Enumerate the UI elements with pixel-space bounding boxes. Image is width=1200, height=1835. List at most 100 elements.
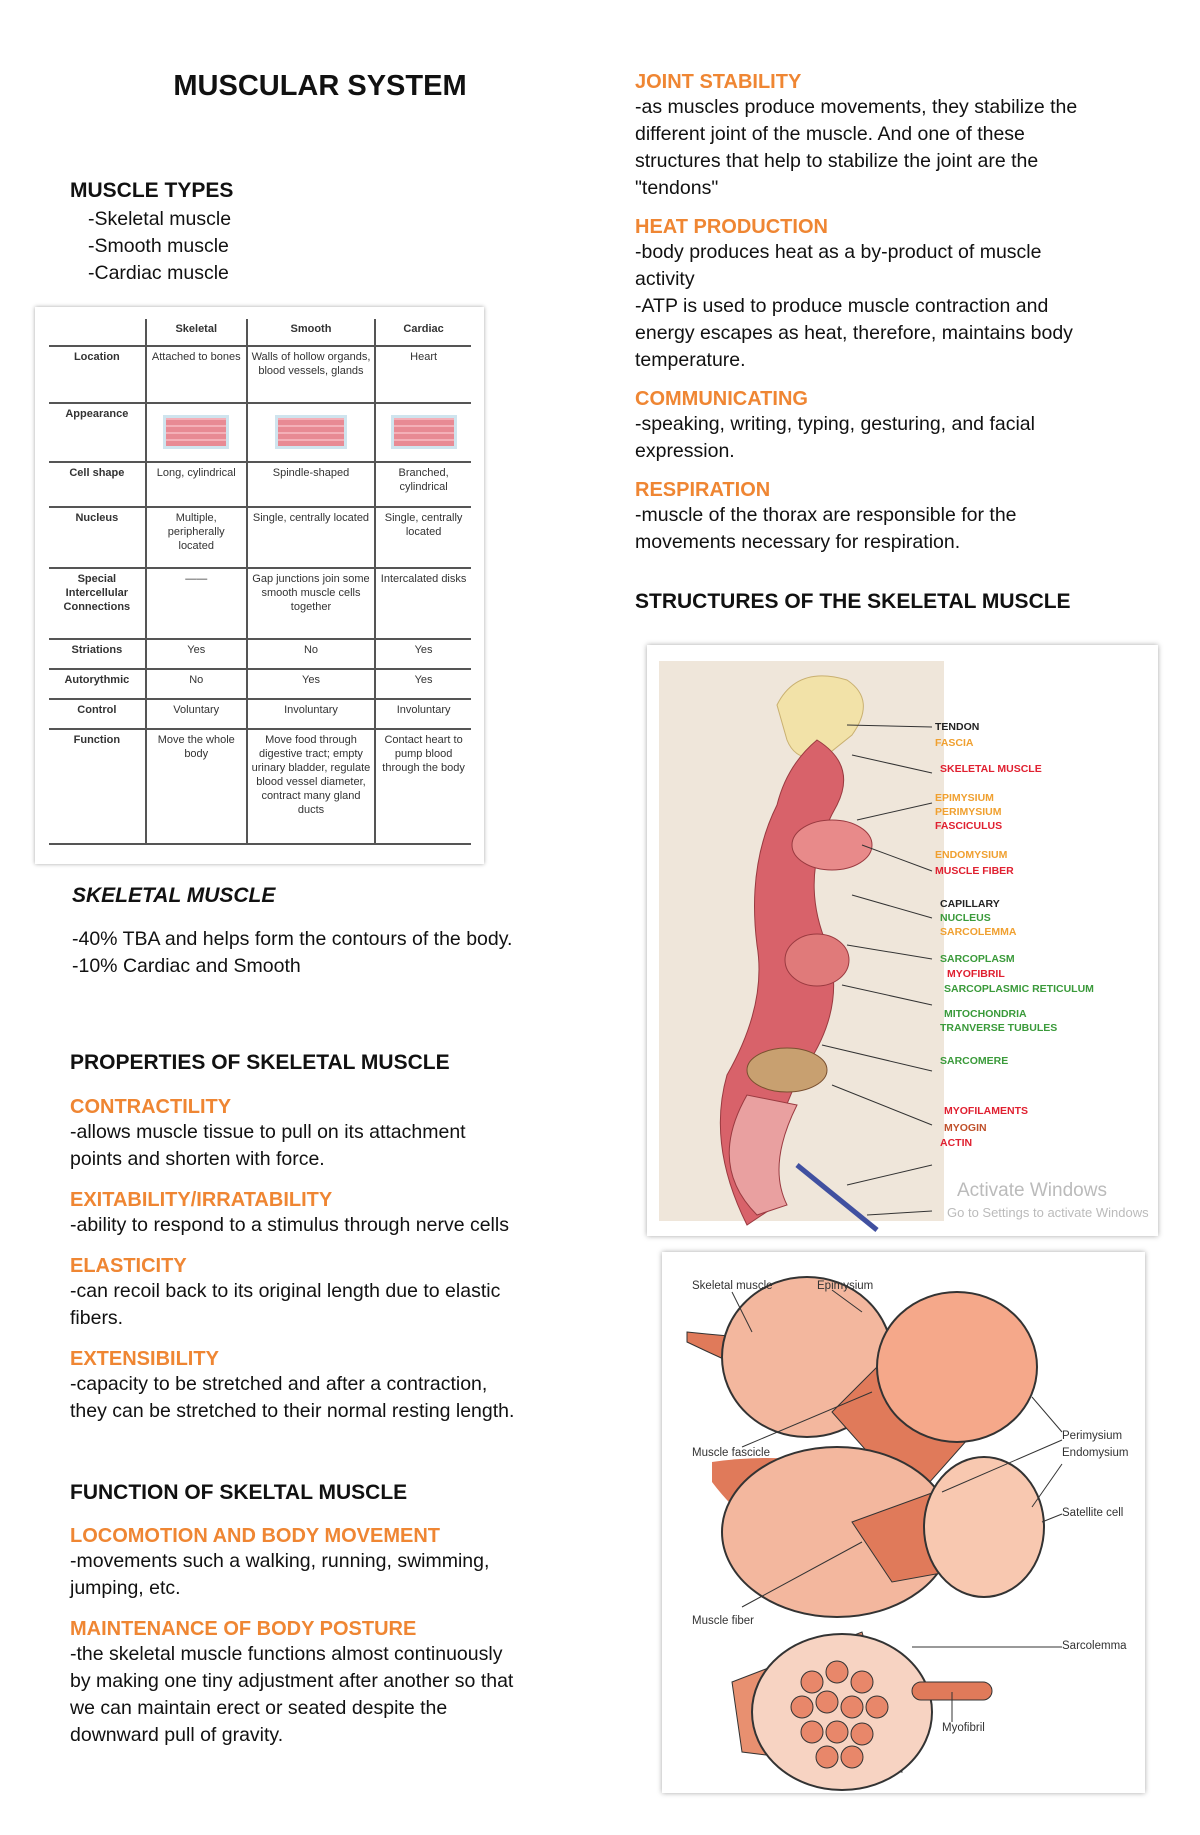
structures-heading: STRUCTURES OF THE SKELETAL MUSCLE [635, 590, 1071, 613]
table-cell: Special Intercellular Connections [63, 573, 131, 613]
structure-label: PERIMYSIUM [935, 806, 1002, 818]
table-cell: Involuntary [245, 699, 376, 729]
structure-label: MUSCLE FIBER [935, 865, 1014, 877]
watermark-text: Activate Windows [957, 1180, 1107, 1201]
layer-label: Myofibril [942, 1722, 985, 1734]
section-title: COMMUNICATING [635, 388, 808, 410]
muscle-illustration [659, 661, 944, 1232]
table-cell: Gap junctions join some smooth muscle ce… [245, 568, 376, 639]
text-line: jumping, etc. [70, 1577, 181, 1599]
table-cell: Move food through digestive tract; empty… [245, 729, 376, 844]
text-line: by making one tiny adjustment after anot… [70, 1670, 514, 1692]
table-cell: Yes [374, 639, 471, 669]
structure-label: SARCOLEMMA [940, 926, 1017, 938]
functions-list: LOCOMOTION AND BODY MOVEMENT-movements s… [70, 1525, 590, 1749]
structure-label: MYOFILAMENTS [944, 1105, 1028, 1117]
structure-label: EPIMYSIUM [935, 792, 994, 804]
muscle-types-heading: MUSCLE TYPES [70, 179, 234, 202]
section-title: ELASTICITY [70, 1255, 187, 1277]
table-cell: Yes [245, 669, 376, 699]
appearance-image [245, 403, 376, 462]
page-title: MUSCULAR SYSTEM [173, 70, 467, 102]
structure-label: TRANVERSE TUBULES [940, 1022, 1058, 1034]
table-row: Appearance [49, 403, 471, 462]
appearance-image [144, 403, 247, 462]
table-cell: Branched, cylindrical [374, 462, 471, 507]
muscle-type-item: -Smooth muscle [88, 235, 229, 257]
structure-label: CAPILLARY [940, 898, 1000, 910]
properties-heading: PROPERTIES OF SKELETAL MUSCLE [70, 1051, 450, 1074]
table-cell: Heart [374, 346, 471, 403]
table-cell: Striations [71, 644, 123, 656]
text-line: -capacity to be stretched and after a co… [70, 1373, 488, 1395]
layer-label: Epimysium [817, 1280, 874, 1292]
layer-label: Skeletal muscle [692, 1280, 773, 1292]
right-column-list: JOINT STABILITY-as muscles produce movem… [635, 71, 1175, 556]
text-line: -body produces heat as a by-product of m… [635, 241, 1042, 263]
text-line: they can be stretched to their normal re… [70, 1400, 515, 1422]
text-line: -ability to respond to a stimulus throug… [70, 1214, 509, 1236]
table-cell: Yes [374, 669, 471, 699]
table-cell: Involuntary [374, 699, 471, 729]
text-line: we can maintain erect or seated despite … [70, 1697, 448, 1719]
structure-label: MYOFIBRIL [947, 968, 1005, 980]
table-cell: Single, centrally located [374, 507, 471, 568]
structure-label: FASCICULUS [935, 820, 1003, 832]
structure-label: ENDOMYSIUM [935, 849, 1008, 861]
layer-label: Muscle fiber [692, 1615, 754, 1627]
text-line: expression. [635, 440, 735, 462]
structure-label: MYOGIN [944, 1122, 987, 1134]
text-line: -40% TBA and helps form the contours of … [72, 928, 513, 950]
table-cell: Spindle-shaped [245, 462, 376, 507]
table-cell: Contact heart to pump blood through the … [374, 729, 471, 844]
section-title: MAINTENANCE OF BODY POSTURE [70, 1618, 417, 1640]
table-cell: No [245, 639, 376, 669]
table-cell: Autorythmic [64, 674, 130, 686]
section-title: LOCOMOTION AND BODY MOVEMENT [70, 1525, 440, 1547]
section-title: JOINT STABILITY [635, 71, 802, 93]
structure-label: MITOCHONDRIA [944, 1008, 1027, 1020]
section-title: HEAT PRODUCTION [635, 216, 828, 238]
text-line: different joint of the muscle. And one o… [635, 123, 1025, 145]
section-title: EXITABILITY/IRRATABILITY [70, 1189, 333, 1211]
muscle-types-section: MUSCLE TYPES -Skeletal muscle -Smooth mu… [70, 179, 233, 287]
table-cell: Walls of hollow organds, blood vessels, … [245, 346, 376, 403]
structure-label: ACTIN [940, 1137, 973, 1149]
muscle-layers-illustration [686, 1276, 1063, 1791]
text-line: -allows muscle tissue to pull on its att… [70, 1121, 466, 1143]
structure-label: NUCLEUS [940, 912, 991, 924]
skeletal-muscle-section: SKELETAL MUSCLE -40% TBA and helps form … [72, 884, 512, 980]
layer-label: Endomysium [1062, 1447, 1129, 1459]
text-line: -ATP is used to produce muscle contracti… [635, 295, 1049, 317]
table-cell: Multiple, peripherally located [144, 507, 247, 568]
text-line: points and shorten with force. [70, 1148, 325, 1170]
text-line: downward pull of gravity. [70, 1724, 284, 1746]
text-line: -10% Cardiac and Smooth [72, 955, 301, 977]
table-cell: Voluntary [144, 699, 247, 729]
table-header: Skeletal [144, 319, 247, 346]
muscle-type-item: -Skeletal muscle [88, 208, 232, 230]
text-line: energy escapes as heat, therefore, maint… [635, 322, 1073, 344]
properties-list: CONTRACTILITY-allows muscle tissue to pu… [70, 1096, 590, 1425]
text-line: -the skeletal muscle functions almost co… [70, 1643, 503, 1665]
text-line: movements necessary for respiration. [635, 531, 961, 553]
table-header [49, 319, 146, 346]
text-line: activity [635, 268, 695, 290]
structure-label: TENDON [935, 721, 980, 733]
table-row: Special Intercellular Connections——Gap j… [49, 568, 471, 639]
table-cell: No [144, 669, 247, 699]
table-cell: Attached to bones [144, 346, 247, 403]
text-line: -muscle of the thorax are responsible fo… [635, 504, 1017, 526]
table-header: Cardiac [374, 319, 471, 346]
table-cell: Cell shape [69, 467, 125, 479]
text-line: -can recoil back to its original length … [70, 1280, 501, 1302]
